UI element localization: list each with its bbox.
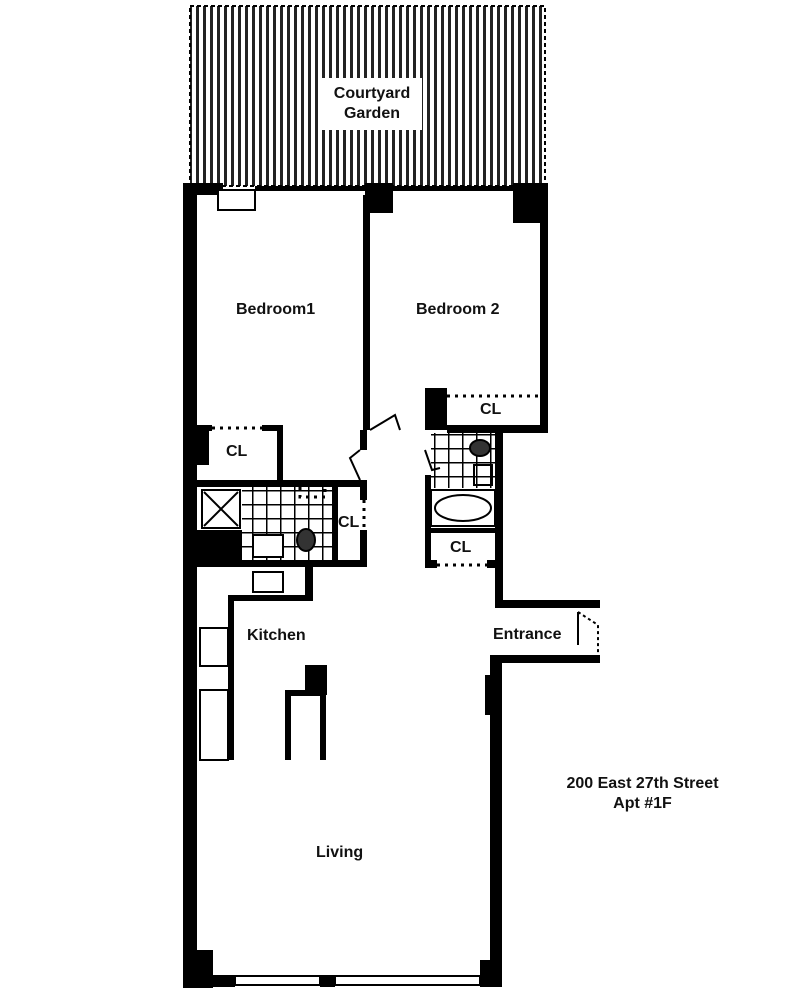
courtyard-label-line1: Courtyard xyxy=(333,85,411,102)
closet-label: CL xyxy=(226,443,248,460)
toilet-icon xyxy=(296,528,316,552)
closet-label: CL xyxy=(480,401,502,418)
sink-icon xyxy=(473,464,493,486)
address-label: 200 East 27th Street Apt #1F xyxy=(545,774,740,814)
closet-doors xyxy=(212,394,540,567)
doors xyxy=(348,413,599,655)
courtyard-label: Courtyard Garden xyxy=(322,84,422,124)
closet-label: CL xyxy=(338,514,360,531)
windows xyxy=(217,189,481,986)
shower-icon xyxy=(201,489,241,529)
stove-icon xyxy=(199,627,229,667)
counter-icon xyxy=(199,689,229,761)
closet-label: CL xyxy=(450,539,472,556)
bedroom2-label: Bedroom 2 xyxy=(416,301,500,318)
toilet-icon xyxy=(469,439,491,457)
courtyard-label-line2: Garden xyxy=(343,105,400,122)
kitchen-label: Kitchen xyxy=(247,627,306,644)
kitchen-sink-icon xyxy=(252,571,284,593)
living-label: Living xyxy=(316,844,364,861)
walls xyxy=(183,183,600,988)
entrance-label: Entrance xyxy=(493,626,562,643)
address-street: 200 East 27th Street xyxy=(566,775,719,792)
bedroom1-label: Bedroom1 xyxy=(236,301,316,318)
sink-icon xyxy=(252,534,284,558)
fixtures xyxy=(199,439,496,761)
courtyard-garden xyxy=(189,5,546,187)
address-apt: Apt #1F xyxy=(613,795,672,812)
